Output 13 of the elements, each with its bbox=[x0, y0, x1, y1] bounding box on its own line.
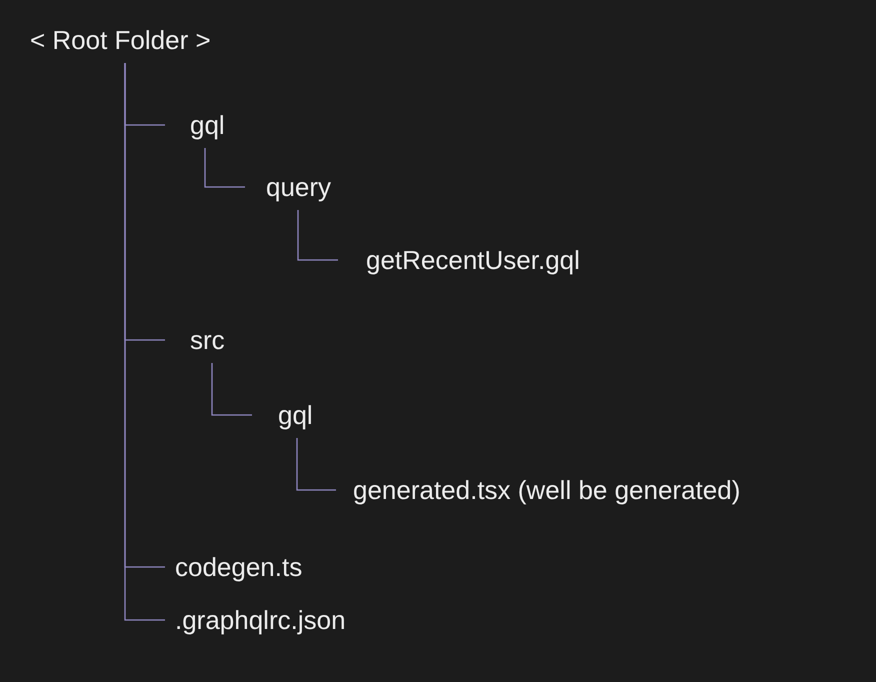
file-tree-label: getRecentUser.gql bbox=[366, 245, 580, 275]
tree-connector bbox=[296, 438, 336, 491]
file-tree-label: src bbox=[190, 325, 225, 355]
tree-connector bbox=[297, 210, 338, 261]
file-tree-label: .graphqlrc.json bbox=[175, 605, 346, 635]
tree-connector bbox=[211, 363, 252, 416]
root-folder-label: < Root Folder > bbox=[30, 25, 211, 55]
file-tree-label: generated.tsx (well be generated) bbox=[353, 475, 740, 505]
file-tree-label: query bbox=[266, 172, 332, 202]
file-tree-label: gql bbox=[278, 400, 313, 430]
tree-connector bbox=[204, 148, 245, 188]
file-tree-label: gql bbox=[190, 110, 225, 140]
file-tree-label: codegen.ts bbox=[175, 552, 302, 582]
